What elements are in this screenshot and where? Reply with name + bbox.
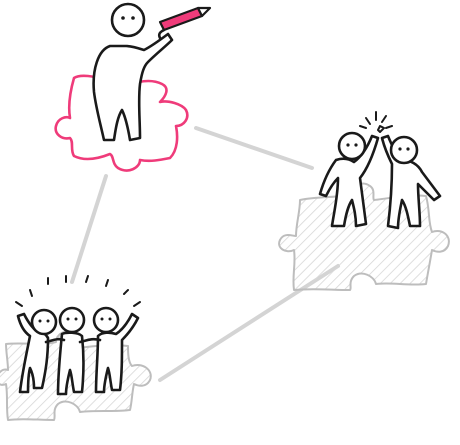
pencil-icon [157, 6, 212, 40]
high-five-pair [318, 111, 442, 230]
sparkle-icon [359, 111, 393, 133]
connector-top-right [194, 126, 314, 170]
head [110, 2, 146, 38]
connector-top-bottom [70, 174, 108, 284]
stick-figure-icon [56, 331, 85, 396]
sparkle-icon [15, 275, 141, 307]
cheering-group [15, 275, 141, 396]
stick-figure-icon [92, 32, 174, 142]
person-with-pencil [92, 2, 212, 142]
stick-figure-icon [94, 312, 140, 394]
